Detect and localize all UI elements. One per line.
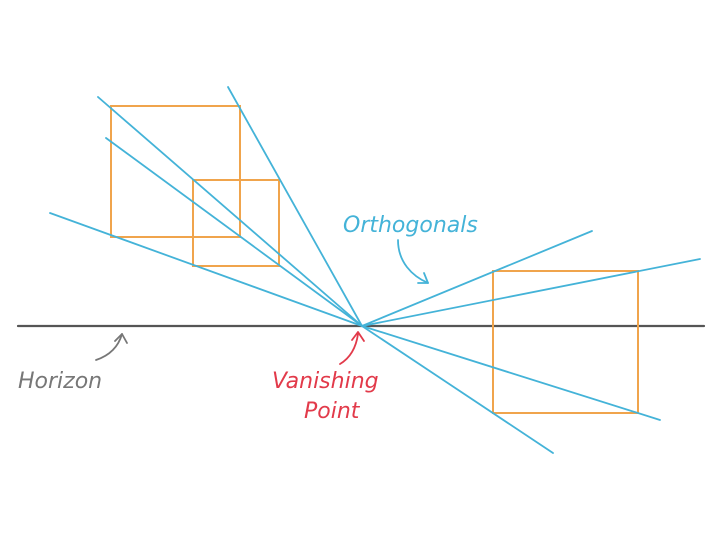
orthogonals-arrowhead [417, 272, 429, 284]
orthogonal-line [361, 230, 593, 327]
squares [110, 105, 639, 414]
horizon-label: Horizon [18, 369, 102, 394]
orthogonals-arrow [397, 239, 429, 284]
orthogonal-line [361, 325, 554, 454]
square-right [492, 270, 639, 414]
square-small-left [192, 179, 280, 267]
orthogonals-label: Orthogonals [343, 213, 478, 238]
vanishing-point-arrow [339, 333, 359, 365]
vanishing-point-label-line1: Vanishing [272, 369, 379, 394]
vanishing-point-arrowhead [351, 331, 365, 342]
orthogonal-line [105, 137, 363, 327]
vanishing-point-label-line2: Point [304, 399, 361, 424]
orthogonals [49, 86, 701, 454]
square-large-left [110, 105, 241, 238]
orthogonal-line [361, 325, 661, 421]
orthogonal-line [361, 258, 701, 327]
horizon-arrowhead [114, 333, 128, 344]
orthogonal-line [49, 212, 363, 327]
horizon-arrow [95, 333, 123, 361]
orthogonal-line [97, 96, 363, 327]
orthogonal-line [227, 86, 363, 327]
